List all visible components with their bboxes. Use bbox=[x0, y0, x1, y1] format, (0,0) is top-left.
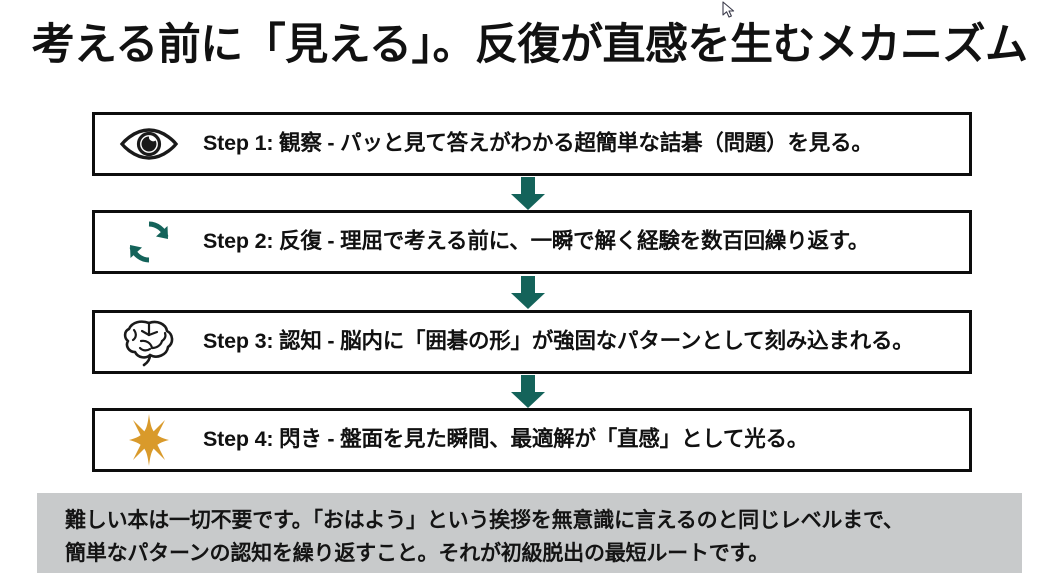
footer-callout: 難しい本は一切不要です。「おはよう」という挨拶を無意識に言えるのと同じレベルまで… bbox=[37, 493, 1022, 573]
sparkle-star-icon bbox=[95, 411, 203, 469]
footer-line-1: 難しい本は一切不要です。「おはよう」という挨拶を無意識に言えるのと同じレベルまで… bbox=[65, 509, 904, 532]
step-label-3: Step 3: 認知 - 脳内に「囲碁の形」が強固なパターンとして刻み込まれる。 bbox=[203, 329, 914, 354]
page-title: 考える前に「見える」。反復が直感を生むメカニズム bbox=[31, 21, 1028, 69]
step-label-2: Step 2: 反復 - 理屈で考える前に、一瞬で解く経験を数百回繰り返す。 bbox=[203, 229, 870, 254]
footer-line-2: 簡単なパターンの認知を繰り返すこと。それが初級脱出の最短ルートです。 bbox=[65, 541, 770, 565]
eye-icon bbox=[95, 115, 203, 173]
step-box-4: Step 4: 閃き - 盤面を見た瞬間、最適解が「直感」として光る。 bbox=[92, 408, 972, 472]
step-label-4: Step 4: 閃き - 盤面を見た瞬間、最適解が「直感」として光る。 bbox=[203, 427, 809, 452]
brain-icon bbox=[95, 313, 203, 371]
refresh-cycle-icon bbox=[95, 213, 203, 271]
step-label-1: Step 1: 観察 - パッと見て答えがわかる超簡単な詰碁（問題）を見る。 bbox=[203, 131, 873, 156]
arrow-down-icon bbox=[510, 375, 546, 409]
mouse-cursor bbox=[722, 1, 736, 19]
arrow-down-icon bbox=[510, 276, 546, 310]
step-box-2: Step 2: 反復 - 理屈で考える前に、一瞬で解く経験を数百回繰り返す。 bbox=[92, 210, 972, 274]
arrow-down-icon bbox=[510, 177, 546, 211]
step-box-3: Step 3: 認知 - 脳内に「囲碁の形」が強固なパターンとして刻み込まれる。 bbox=[92, 310, 972, 374]
step-box-1: Step 1: 観察 - パッと見て答えがわかる超簡単な詰碁（問題）を見る。 bbox=[92, 112, 972, 176]
